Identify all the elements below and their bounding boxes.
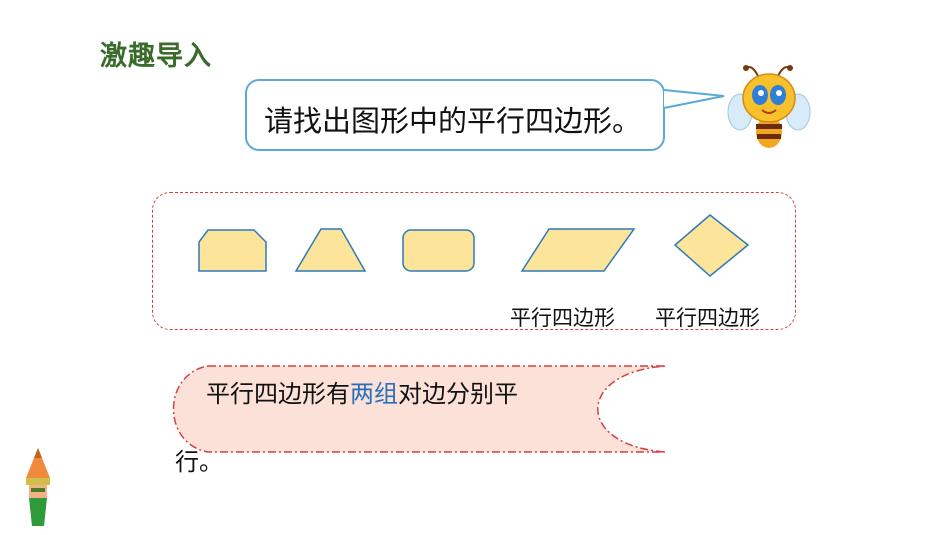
- rhombus-shape: [673, 214, 750, 277]
- statement-line2: 行。: [175, 448, 223, 476]
- statement-highlight: 两组: [350, 380, 398, 408]
- bubble-text: 请找出图形中的平行四边形。: [264, 104, 642, 138]
- shapes-panel: [152, 192, 796, 330]
- speech-bubble-tail: [663, 89, 725, 109]
- rhombus-label: 平行四边形: [655, 306, 760, 330]
- page-title: 激趣导入: [100, 41, 212, 72]
- statement-part1: 平行四边形有: [206, 380, 350, 408]
- statement-text: 平行四边形有两组对边分别平: [206, 374, 518, 409]
- statement-part2: 对边分别平: [398, 380, 518, 408]
- speech-bubble: [245, 79, 665, 151]
- parallelogram-shape: [520, 228, 636, 272]
- parallelogram-label: 平行四边形: [510, 306, 615, 330]
- pencil-icon: [26, 448, 50, 526]
- trapezoid-shape: [294, 228, 367, 272]
- statement-banner: [172, 365, 667, 453]
- bee-mascot-icon: [727, 65, 811, 148]
- truncated-rectangle-shape: [198, 229, 267, 272]
- rounded-rectangle-shape: [402, 229, 475, 272]
